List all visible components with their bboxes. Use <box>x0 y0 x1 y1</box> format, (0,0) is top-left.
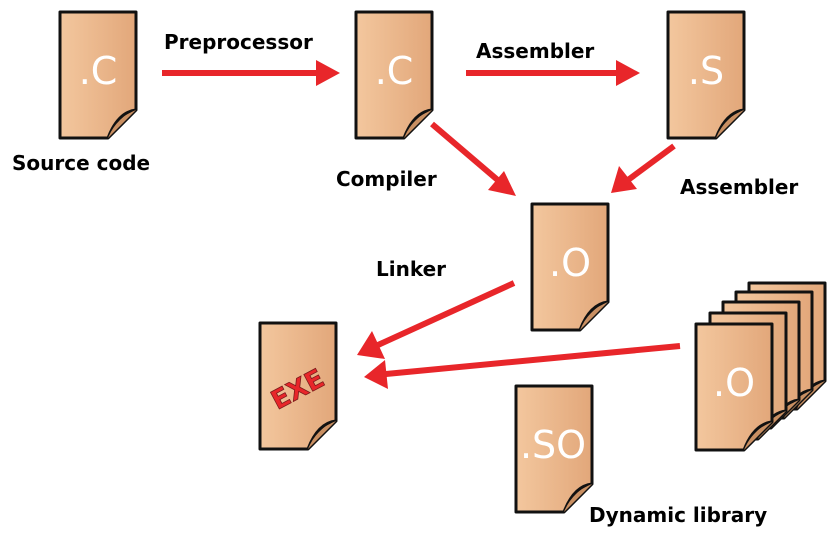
object-files-stack-icon: .O <box>694 281 827 452</box>
label-dynamic-library: Dynamic library <box>589 503 767 527</box>
arrow-assembler-top <box>466 60 640 86</box>
object-file-icon: .O <box>530 202 610 332</box>
arrow-assembler-to-object <box>611 143 676 193</box>
assembly-file-icon: .S <box>666 10 746 140</box>
source-file-ext: .C <box>79 49 118 93</box>
shared-object-file-ext: .SO <box>520 423 586 467</box>
exe-file-icon: EXE <box>258 321 338 451</box>
arrows <box>162 60 681 389</box>
preprocessed-file-icon: .C <box>354 10 434 140</box>
assembly-file-ext: .S <box>688 49 724 93</box>
arrow-preprocessor <box>162 60 340 86</box>
preprocessed-file-ext: .C <box>375 49 414 93</box>
source-file-icon: .C <box>58 10 138 140</box>
label-preprocessor: Preprocessor <box>164 30 313 54</box>
arrow-library-to-exe <box>364 343 681 389</box>
label-assembler-top: Assembler <box>476 39 594 63</box>
object-file-ext: .O <box>549 241 591 285</box>
shared-object-file-icon: .SO <box>514 384 594 514</box>
object-stack-ext: .O <box>713 361 755 405</box>
label-compiler: Compiler <box>336 167 437 191</box>
arrow-linker-object-to-exe <box>357 280 516 359</box>
arrow-compiler-to-object <box>430 121 516 196</box>
label-assembler-right: Assembler <box>680 175 798 199</box>
label-linker: Linker <box>376 257 446 281</box>
label-source-code: Source code <box>12 151 150 175</box>
